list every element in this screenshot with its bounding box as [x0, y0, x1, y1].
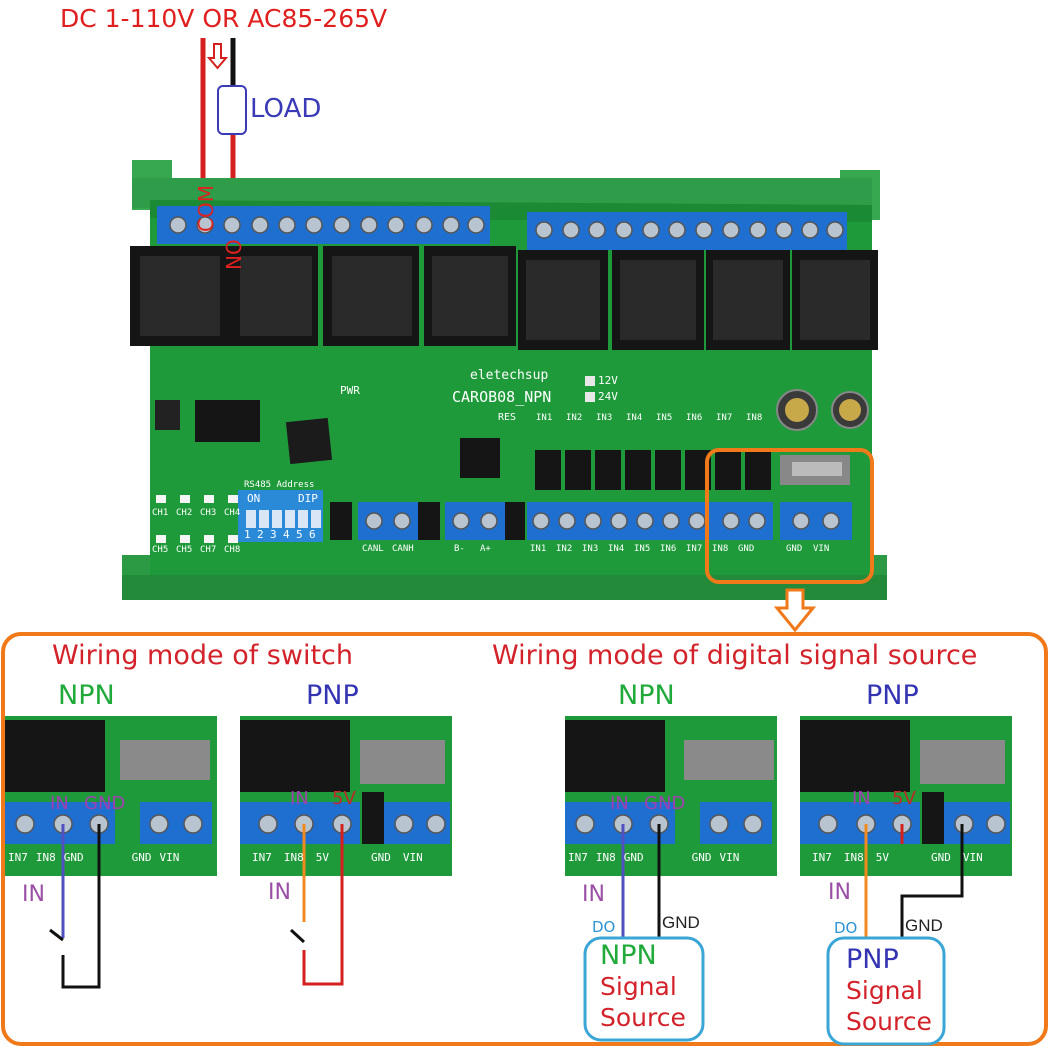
panel-3-in-label: IN: [610, 793, 629, 814]
b-label: B-: [454, 544, 465, 554]
panel-1-title: NPN: [58, 680, 115, 711]
v24-label: 24V: [598, 390, 618, 403]
panel-2-wire-in: IN: [268, 880, 291, 905]
panel-4-gnd-wire-label: GND: [905, 916, 943, 935]
npn-signal-source-box: [583, 936, 705, 1042]
supply-label: DC 1-110V OR AC85-265V: [60, 4, 388, 33]
panel-4-do-label: DO: [834, 919, 858, 937]
chip-can: [460, 438, 500, 478]
panel-2-title: PNP: [306, 680, 359, 711]
brand-label: eletechsup: [470, 368, 549, 383]
panel-1-gnd-label: GND: [84, 793, 126, 814]
gnd-label: GND: [786, 544, 803, 554]
rs485-address-label: RS485 Address: [244, 480, 315, 490]
panel-1-in-label: IN: [50, 793, 69, 814]
dip-word-label: DIP: [298, 492, 318, 505]
load-label: LOAD: [250, 94, 322, 124]
current-arrow-icon: [206, 43, 229, 70]
chip-u6: [195, 400, 260, 442]
down-arrow-icon: [773, 588, 817, 633]
signal-title: Wiring mode of digital signal source: [492, 640, 978, 671]
panel-4-title: PNP: [866, 680, 919, 711]
panel-2-in-label: IN: [290, 788, 309, 809]
panel-2-image: [240, 716, 452, 876]
v12-label: 12V: [598, 374, 618, 387]
led-label-ch2: CH2: [176, 508, 193, 518]
panel-3-gnd-label: GND: [644, 793, 686, 814]
panel-4-box-text: PNP Signal Source: [846, 944, 932, 1036]
wiring-diagrams: [1, 632, 1048, 1046]
led-label-ch8: CH8: [224, 545, 241, 555]
panel-3-title: NPN: [618, 680, 675, 711]
panel-1-wire-in: IN: [22, 882, 45, 907]
led-label-ch5: CH5: [152, 545, 169, 555]
vin-label: VIN: [813, 544, 830, 554]
panel-3-do-label: DO: [592, 918, 616, 936]
input-led-labels: IN1 IN2 IN3 IN4 IN5 IN6 IN7 IN8: [536, 413, 763, 423]
panel-2-5v-label: 5V: [332, 788, 356, 809]
led-label-ch4: CH4: [224, 508, 241, 518]
canh-label: CANH: [392, 544, 414, 554]
panel-3-gnd-wire-label: GND: [662, 913, 700, 932]
panel-4-5v-label: 5V: [892, 788, 916, 809]
model-label: CAROB08_NPN: [452, 388, 552, 406]
panel-3-box-text: NPN Signal Source: [600, 940, 686, 1032]
dip-on-label: ON: [247, 492, 261, 505]
wiring-frame: [1, 632, 1048, 1046]
led-label-ch6: CH5: [176, 545, 193, 555]
com-label: COM: [194, 185, 218, 232]
res-label: RES: [498, 412, 517, 423]
load-resistor-icon: [217, 85, 247, 135]
led-label-ch1: CH1: [152, 508, 169, 518]
no-label: NO: [222, 239, 246, 270]
led-label-ch7: CH7: [200, 545, 217, 555]
highlight-box: [705, 448, 874, 584]
panel-1-image: [5, 716, 217, 876]
relay-terminals-right: [527, 212, 847, 250]
panel-3-wire-in: IN: [582, 882, 605, 907]
panel-3-image: [565, 716, 777, 876]
board-illustration: [122, 38, 887, 633]
panel-4-wire-in: IN: [828, 880, 851, 905]
panel-4-in-label: IN: [852, 788, 871, 809]
input-terminal-labels: IN1 IN2 IN3 IN4 IN5 IN6 IN7 IN8 GND: [530, 544, 755, 554]
dip-numbers: 1 2 3 4 5 6: [244, 528, 316, 541]
led-label-ch3: CH3: [200, 508, 217, 518]
power-terminal: [780, 502, 852, 540]
pnp-signal-source-box: [826, 936, 946, 1046]
a-label: A+: [480, 544, 491, 554]
canl-label: CANL: [362, 544, 384, 554]
pwr-label: PWR: [340, 384, 360, 397]
mcu-chip: [285, 417, 333, 465]
switch-title: Wiring mode of switch: [52, 640, 353, 671]
panel-4-image: [800, 716, 1012, 876]
